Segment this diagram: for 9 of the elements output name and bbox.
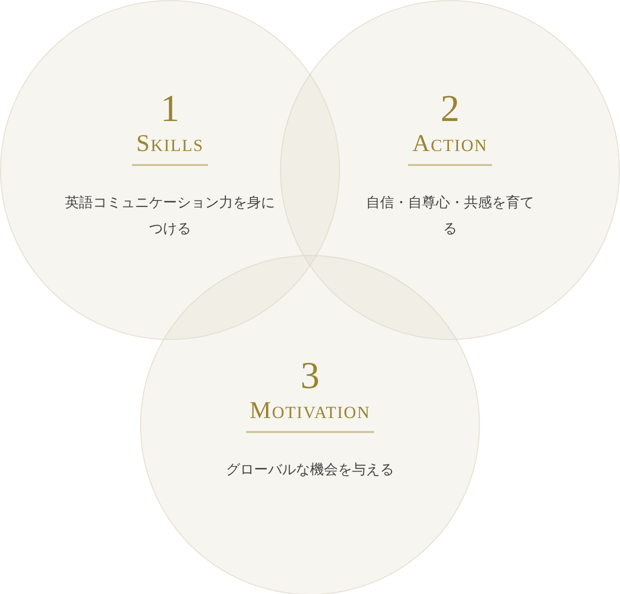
- circle-number: 1: [160, 89, 180, 129]
- circle-number: 2: [440, 89, 460, 129]
- circle-heading: Action: [408, 131, 492, 166]
- circle-heading: Skills: [132, 131, 208, 166]
- circle-description: 英語コミュニケーション力を身につける: [65, 194, 275, 239]
- circle-number: 3: [300, 356, 320, 396]
- circle-description: 自信・自尊心・共感を育てる: [365, 194, 535, 239]
- circle-description: グローバルな機会を与える: [225, 461, 395, 480]
- circle-heading: Motivation: [246, 398, 374, 433]
